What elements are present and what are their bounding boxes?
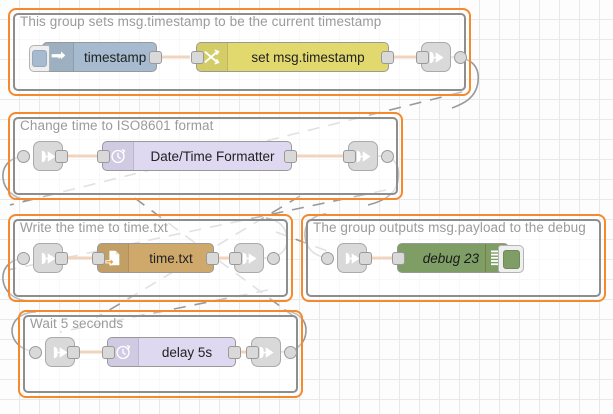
output-port[interactable]: [55, 150, 68, 163]
node-link-out-5[interactable]: [246, 337, 297, 367]
group-label: The group outputs msg.payload to the deb…: [313, 220, 586, 235]
virtual-input-port[interactable]: [321, 252, 334, 265]
node-label: debug 23: [422, 250, 479, 266]
node-moment-formatter[interactable]: Date/Time Formatter: [97, 141, 297, 171]
group-label: This group sets msg.timestamp to be the …: [20, 14, 382, 29]
output-port[interactable]: [381, 51, 394, 64]
link-in-icon: [45, 338, 75, 366]
input-port[interactable]: [392, 252, 405, 265]
node-label: Date/Time Formatter: [150, 148, 275, 164]
node-inject-timestamp[interactable]: timestamp: [29, 42, 162, 72]
output-port[interactable]: [228, 346, 241, 359]
output-port[interactable]: [284, 150, 297, 163]
link-in-icon: [33, 142, 63, 170]
input-port[interactable]: [102, 346, 115, 359]
link-out-icon: [421, 43, 451, 71]
link-out-icon: [251, 338, 281, 366]
node-label: set msg.timestamp: [251, 49, 365, 65]
input-port[interactable]: [92, 252, 105, 265]
input-port[interactable]: [229, 252, 242, 265]
link-out-icon: [234, 244, 264, 272]
node-delay[interactable]: delay 5s: [102, 337, 241, 367]
link-in-icon: [33, 244, 63, 272]
node-debug-23[interactable]: debug 23: [392, 243, 524, 273]
group-label: Change time to ISO8601 format: [20, 118, 214, 133]
node-file-write[interactable]: time.txt: [92, 243, 219, 273]
node-link-out-1[interactable]: [416, 42, 467, 72]
input-port[interactable]: [246, 346, 259, 359]
virtual-output-port[interactable]: [454, 51, 467, 64]
output-port[interactable]: [149, 51, 162, 64]
virtual-input-port[interactable]: [17, 150, 30, 163]
link-in-icon: [337, 244, 367, 272]
node-label: delay 5s: [161, 344, 213, 360]
output-port[interactable]: [67, 346, 80, 359]
node-change-set-timestamp[interactable]: set msg.timestamp: [191, 42, 394, 72]
node-label: timestamp: [84, 49, 147, 65]
link-out-icon: [348, 142, 378, 170]
virtual-input-port[interactable]: [29, 346, 42, 359]
group-label: Write the time to time.txt: [20, 220, 168, 235]
virtual-output-port[interactable]: [381, 150, 394, 163]
input-port[interactable]: [97, 150, 110, 163]
node-link-out-2[interactable]: [343, 141, 394, 171]
virtual-input-port[interactable]: [17, 252, 30, 265]
node-link-in-5[interactable]: [29, 337, 80, 367]
file-write-icon: [98, 244, 129, 272]
output-port[interactable]: [55, 252, 68, 265]
node-link-out-3[interactable]: [229, 243, 280, 273]
group-label: Wait 5 seconds: [30, 316, 124, 331]
inject-trigger-button[interactable]: [29, 45, 50, 72]
virtual-output-port[interactable]: [267, 252, 280, 265]
output-port[interactable]: [359, 252, 372, 265]
clock-icon: [108, 338, 139, 366]
node-link-in-3[interactable]: [17, 243, 68, 273]
input-port[interactable]: [416, 51, 429, 64]
input-port[interactable]: [191, 51, 204, 64]
debug-stripes-icon: [485, 244, 508, 272]
input-port[interactable]: [343, 150, 356, 163]
debug-toggle-button[interactable]: [498, 245, 524, 273]
node-link-in-4[interactable]: [321, 243, 372, 273]
node-label: time.txt: [149, 250, 193, 266]
node-link-in-2[interactable]: [17, 141, 68, 171]
output-port[interactable]: [206, 252, 219, 265]
virtual-output-port[interactable]: [284, 346, 297, 359]
